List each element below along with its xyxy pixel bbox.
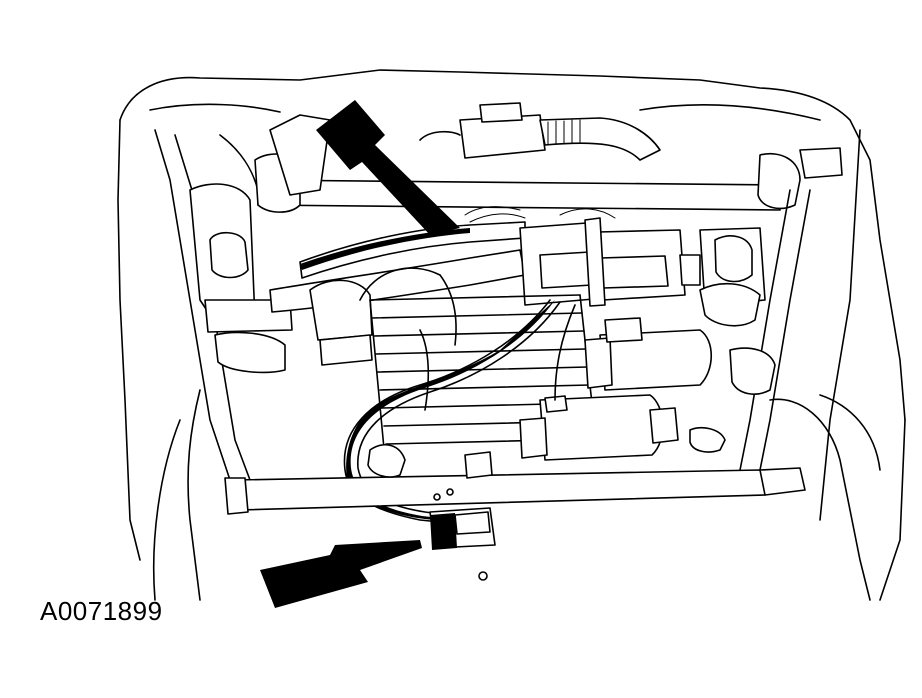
figure-id-label: A0071899 <box>40 596 163 626</box>
upper-callout-arrow <box>316 100 460 235</box>
front-cross-rail <box>224 444 806 515</box>
front-cushion <box>187 389 881 601</box>
left-seat-frame <box>154 129 293 481</box>
seat-outline <box>117 69 906 601</box>
right-seat-frame <box>699 189 811 471</box>
lower-harness <box>309 267 457 411</box>
seat-module-block <box>519 217 701 307</box>
seat-motors <box>519 317 726 461</box>
lower-callout-arrow <box>260 540 422 608</box>
top-connector <box>419 102 661 161</box>
lower-electrical-connector <box>429 507 496 581</box>
